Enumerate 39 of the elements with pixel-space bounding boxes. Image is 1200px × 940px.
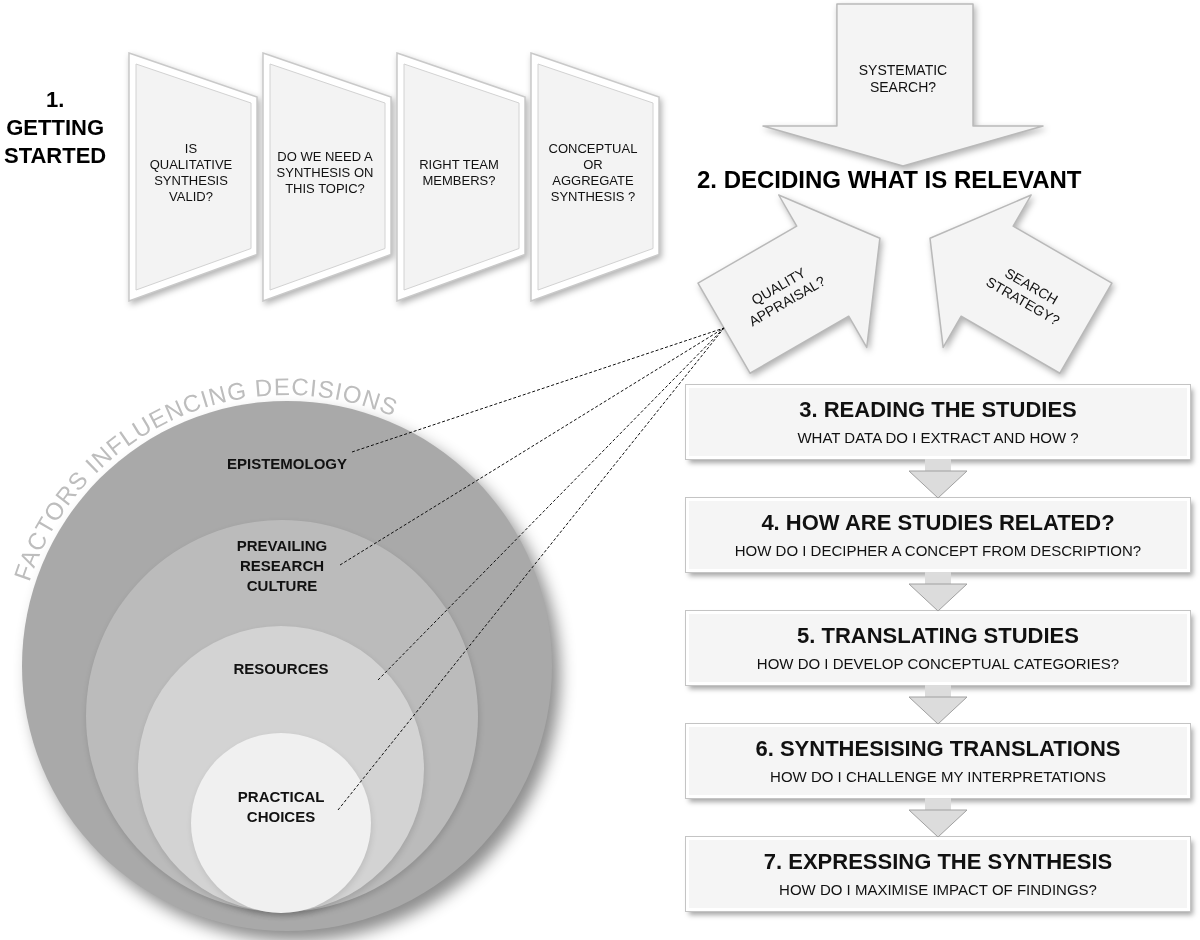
step-title: 4. HOW ARE STUDIES RELATED? — [761, 510, 1115, 536]
step-question: WHAT DATA DO I EXTRACT AND HOW ? — [797, 429, 1079, 447]
down-arrow — [908, 685, 968, 725]
circle-label: PRACTICAL CHOICES — [237, 787, 325, 827]
step-box — [686, 498, 1190, 572]
step-title: 7. EXPRESSING THE SYNTHESIS — [763, 849, 1113, 875]
step-question: HOW DO I CHALLENGE MY INTERPRETATIONS — [770, 768, 1106, 786]
trapezoid-panel — [262, 52, 392, 302]
circle-label: RESOURCES — [233, 659, 329, 679]
section-heading: 2. DECIDING WHAT IS RELEVANT — [697, 168, 1082, 192]
down-arrow — [908, 798, 968, 838]
step-question: HOW DO I DECIPHER A CONCEPT FROM DESCRIPTION? — [734, 542, 1142, 560]
step-box — [686, 724, 1190, 798]
tilted-pointer-panel — [696, 192, 882, 375]
circle-label: PREVAILING RESEARCH CULTURE — [236, 536, 328, 596]
step-title: 5. TRANSLATING STUDIES — [797, 623, 1079, 649]
section-heading: 1. GETTING STARTED — [4, 86, 107, 170]
down-arrow — [908, 459, 968, 499]
step-box — [686, 611, 1190, 685]
trapezoid-panel — [396, 52, 526, 302]
trapezoid-panel — [530, 52, 660, 302]
panel-text: CONCEPTUAL OR AGGREGATE SYNTHESIS ? — [547, 141, 639, 205]
panel-text: IS QUALITATIVE SYNTHESIS VALID? — [148, 141, 234, 205]
tilted-pointer-panel — [928, 192, 1114, 375]
down-arrow — [908, 572, 968, 612]
step-box — [686, 385, 1190, 459]
step-question: HOW DO I DEVELOP CONCEPTUAL CATEGORIES? — [756, 655, 1120, 673]
dashed-line — [377, 327, 725, 681]
panel-text: DO WE NEED A SYNTHESIS ON THIS TOPIC? — [275, 149, 375, 197]
step-question: HOW DO I MAXIMISE IMPACT OF FINDINGS? — [779, 881, 1097, 899]
dashed-line — [351, 327, 725, 453]
dashed-line — [337, 327, 725, 811]
step-box — [686, 837, 1190, 911]
pointer-text: SYSTEMATIC SEARCH? — [858, 62, 948, 96]
step-title: 3. READING THE STUDIES — [799, 397, 1077, 423]
panel-text: RIGHT TEAM MEMBERS? — [418, 157, 500, 189]
down-pointer-panel — [761, 2, 1045, 168]
step-title: 6. SYNTHESISING TRANSLATIONS — [755, 736, 1121, 762]
trapezoid-panel — [128, 52, 258, 302]
